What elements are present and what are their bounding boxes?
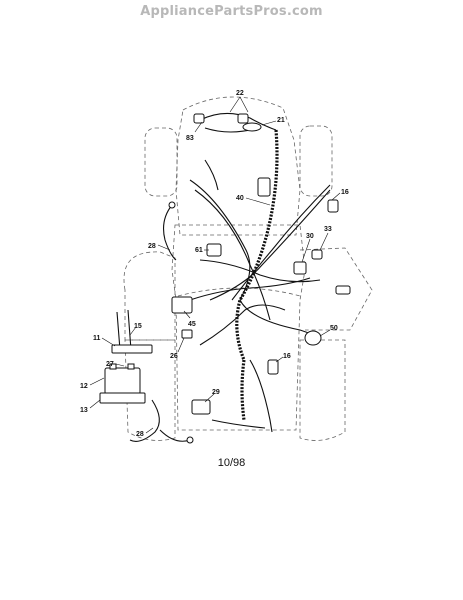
switch-16-lower xyxy=(267,359,279,375)
date-code: 10/98 xyxy=(217,457,246,469)
leader-28-lower xyxy=(145,427,154,434)
leader-33 xyxy=(319,232,329,251)
callout-28-lower: 28 xyxy=(136,431,144,438)
callout-13: 13 xyxy=(80,407,88,414)
leader-11 xyxy=(101,337,116,347)
callout-27: 27 xyxy=(106,361,114,368)
main-harness-bundle xyxy=(235,129,279,361)
callout-15: 15 xyxy=(134,323,142,330)
leader-50 xyxy=(319,329,331,337)
ground-eyelet-upper xyxy=(168,201,176,209)
callout-83: 83 xyxy=(186,135,194,142)
connector-26 xyxy=(181,329,193,339)
headlight-harness xyxy=(199,112,277,131)
battery-terminal-neg xyxy=(127,363,135,370)
callout-29: 29 xyxy=(212,389,220,396)
leader-30 xyxy=(301,238,311,263)
headlight-socket-right xyxy=(237,113,249,124)
battery-terminal-pos xyxy=(109,363,117,370)
callout-45: 45 xyxy=(188,321,196,328)
callout-12: 12 xyxy=(80,383,88,390)
leader-22 xyxy=(229,96,249,113)
callout-50: 50 xyxy=(330,325,338,332)
leader-15 xyxy=(129,326,137,336)
headlight-connector xyxy=(242,122,262,132)
leader-40 xyxy=(245,197,271,206)
leader-16 xyxy=(331,192,341,201)
callout-22: 22 xyxy=(236,90,244,97)
front-wheel-right xyxy=(299,125,333,197)
hold-down-rods xyxy=(116,309,132,351)
battery xyxy=(104,367,141,395)
leader-27 xyxy=(115,363,125,367)
fuse-deck xyxy=(335,285,351,295)
rear-wheel-right xyxy=(299,339,346,441)
watermark: AppliancePartsPros.com xyxy=(140,4,323,19)
callout-21: 21 xyxy=(277,117,285,124)
harness-wire-5 xyxy=(199,259,321,283)
switch-right xyxy=(327,199,339,213)
leader-26 xyxy=(177,337,185,353)
harness-wire-2 xyxy=(194,189,271,321)
solenoid-45 xyxy=(171,296,193,314)
callout-40: 40 xyxy=(236,195,244,202)
harness-wire-7 xyxy=(199,304,286,346)
ground-wire-28-upper xyxy=(163,204,177,261)
connector-29 xyxy=(191,399,211,415)
harness-wire-8 xyxy=(249,359,273,433)
callout-26: 26 xyxy=(170,353,178,360)
leader-45 xyxy=(183,310,191,319)
callout-61: 61 xyxy=(195,247,203,254)
battery-tray xyxy=(99,392,146,404)
harness-wire-9 xyxy=(211,419,266,429)
leader-12 xyxy=(89,377,105,386)
leader-83 xyxy=(194,121,203,133)
mower-deck-outline xyxy=(299,247,373,331)
rear-wheel-left xyxy=(124,339,176,441)
leader-28-upper xyxy=(157,244,171,251)
rear-fender-left xyxy=(123,251,176,341)
harness-wire-4 xyxy=(209,189,331,301)
coiled-lead xyxy=(240,359,246,421)
hold-down-bracket xyxy=(111,344,153,354)
leader-13 xyxy=(89,399,101,409)
harness-wire-1 xyxy=(189,179,251,301)
hood-outline xyxy=(175,96,301,236)
cable-eyelet-lower xyxy=(186,436,194,444)
headlight-socket-left xyxy=(193,113,205,124)
callout-11: 11 xyxy=(93,335,101,342)
harness-wire-3 xyxy=(231,184,331,301)
callout-33: 33 xyxy=(324,226,332,233)
connector-33 xyxy=(311,249,323,260)
harness-wire-11 xyxy=(204,159,219,191)
callout-16-lower: 16 xyxy=(283,353,291,360)
harness-wire-6 xyxy=(189,277,311,301)
callout-30: 30 xyxy=(306,233,314,240)
plug-50 xyxy=(304,330,322,346)
ignition-module xyxy=(257,177,271,197)
leader-29 xyxy=(204,393,215,403)
connector-30 xyxy=(293,261,307,275)
connector-61 xyxy=(206,243,222,257)
callout-16: 16 xyxy=(341,189,349,196)
leader-16-lower xyxy=(275,356,284,363)
leader-21 xyxy=(261,120,277,126)
front-wheel-left xyxy=(144,127,178,197)
frame-outline xyxy=(171,224,306,431)
callout-28-upper: 28 xyxy=(148,243,156,250)
